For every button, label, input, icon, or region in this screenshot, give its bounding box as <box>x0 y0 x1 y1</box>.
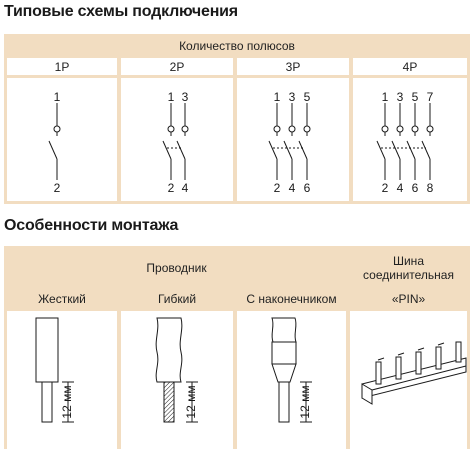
schematic-1p <box>48 103 61 180</box>
terminal-4p-bottom-2: 4 <box>397 181 404 195</box>
terminal-3p-top-3: 5 <box>304 90 311 104</box>
pole-label-3p: 3P <box>237 58 349 75</box>
terminal-3p-top-1: 1 <box>274 90 281 104</box>
terminal-1p-top-1: 1 <box>54 90 61 104</box>
pole-label-4p: 4P <box>353 58 467 75</box>
terminal-4p-bottom-4: 8 <box>427 181 434 195</box>
terminal-3p-bottom-3: 6 <box>304 181 311 195</box>
poles-header: Количество полюсов <box>7 37 467 55</box>
mounting-section-title: Особенности монтажа <box>4 217 179 234</box>
schematic-4p <box>376 103 434 180</box>
terminal-1p-bottom-1: 2 <box>54 181 61 195</box>
diagram-cell-1p <box>7 78 117 201</box>
terminal-4p-bottom-3: 6 <box>412 181 419 195</box>
pole-label-2p: 2P <box>121 58 233 75</box>
image-cell-rigid <box>7 311 117 449</box>
strip-length-rigid: 12 мм <box>60 385 74 418</box>
diagram-cell-2p <box>121 78 233 201</box>
terminal-2p-top-1: 1 <box>168 90 175 104</box>
rigid-wire-icon <box>35 317 74 423</box>
flexible-wire-icon <box>155 317 198 423</box>
conductor-header: Проводник <box>7 249 346 286</box>
terminal-3p-bottom-1: 2 <box>274 181 281 195</box>
diagram-cell-3p <box>237 78 349 201</box>
busbar-header: Шина соединительная <box>350 249 467 286</box>
conductor-type-rigid: Жесткий <box>7 289 117 308</box>
pole-label-1p: 1P <box>7 58 117 75</box>
busbar-type: «PIN» <box>350 289 467 308</box>
schematic-2p <box>162 103 189 180</box>
terminal-4p-top-4: 7 <box>427 90 434 104</box>
conductor-type-ferrule: С наконечником <box>237 289 346 308</box>
wiring-section-title: Типовые схемы подключения <box>4 3 238 20</box>
terminal-3p-top-2: 3 <box>289 90 296 104</box>
terminal-4p-top-1: 1 <box>382 90 389 104</box>
terminal-4p-top-3: 5 <box>412 90 419 104</box>
schematic-3p <box>268 103 311 180</box>
terminal-4p-bottom-1: 2 <box>382 181 389 195</box>
strip-length-flexible: 12 мм <box>184 385 198 418</box>
terminal-2p-bottom-1: 2 <box>168 181 175 195</box>
conductor-type-flexible: Гибкий <box>121 289 233 308</box>
pin-busbar-icon <box>361 341 467 405</box>
strip-length-ferrule: 12 мм <box>298 385 312 418</box>
ferrule-wire-icon <box>271 317 312 423</box>
terminal-2p-bottom-2: 4 <box>182 181 189 195</box>
wiring-diagrams: 1 2 1 3 2 4 1 3 5 2 4 6 <box>48 90 434 195</box>
terminal-2p-top-2: 3 <box>182 90 189 104</box>
diagram-cell-4p <box>353 78 467 201</box>
terminal-3p-bottom-2: 4 <box>289 181 296 195</box>
terminal-4p-top-2: 3 <box>397 90 404 104</box>
